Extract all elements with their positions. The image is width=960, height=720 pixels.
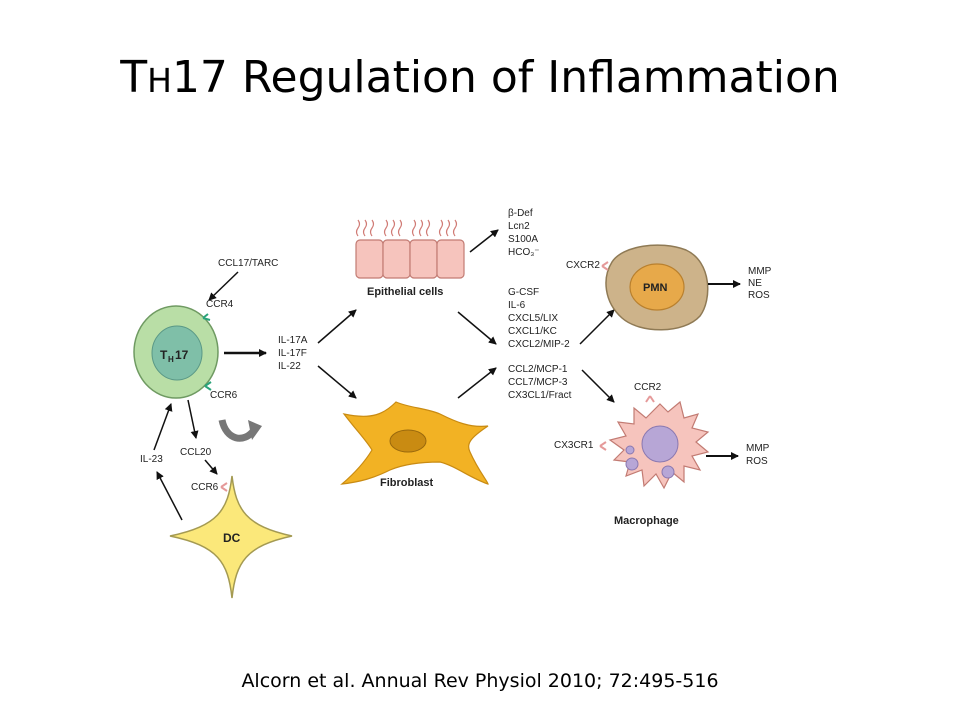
epithelial-label: Epithelial cells [367,286,443,298]
output-item: ROS [748,290,770,301]
to-epithelial-arrow [317,309,357,344]
ccr6-th17-label: CCR6 [210,390,238,401]
cxcr2-receptor-icon [601,261,609,271]
chemokine-item: CX3CL1/Fract [508,390,572,401]
output-item: ROS [746,456,768,467]
ccr4-receptor-icon [202,313,211,321]
dendritic-cell: DC [169,475,293,599]
epithelial-cells: Epithelial cells [355,219,465,298]
chemokine-item: CXCL5/LIX [508,313,558,324]
mac-chemokines-list: CCL2/MCP-1 CCL7/MCP-3 CX3CL1/Fract [508,364,572,401]
cx3cr1-label: CX3CR1 [554,440,594,451]
fibroblast-cell: Fibroblast [340,401,489,489]
ccr6-dc-label: CCR6 [191,482,219,493]
ccl20-ccr6-arrow [204,459,218,475]
title-prefix: T [120,52,148,103]
recycle-arrow-icon [218,419,262,442]
title-rest: 17 Regulation of Inflammation [171,52,840,103]
cxcr2-label: CXCR2 [566,260,600,271]
il23-label: IL-23 [140,454,163,465]
pmn-chemokines-list: G-CSF IL-6 CXCL5/LIX CXCL1/KC CXCL2/MIP-… [508,287,570,350]
epithelial-chemokine-arrow [457,311,497,345]
ccl20-label: CCL20 [180,447,212,458]
cytokine-item: IL-17A [278,335,308,346]
epithelial-products-list: β-Def Lcn2 S100A HCO₃⁻ [508,208,540,258]
fibroblast-label: Fibroblast [380,477,434,489]
th17-label-main: T [160,348,168,362]
slide-title: TH17 Regulation of Inflammation [0,52,960,103]
ccl17-label: CCL17/TARC [218,258,278,269]
fibroblast-chemokine-arrow [457,367,497,399]
chemokine-item: G-CSF [508,287,539,298]
dc-il23-arrow [156,471,183,521]
il23-th17-arrow [153,403,173,451]
to-macrophage-arrow [581,369,615,403]
pmn-label: PMN [643,282,668,294]
ccr4-label: CCR4 [206,299,234,310]
dc-label: DC [223,531,241,545]
chemokine-item: IL-6 [508,300,526,311]
pmn-cell: PMN [605,244,709,331]
th17-label-num: 17 [175,348,189,362]
output-item: NE [748,278,762,289]
ccr6-receptor-icon [204,381,212,391]
citation: Alcorn et al. Annual Rev Physiol 2010; 7… [241,670,719,692]
pmn-outputs-list: MMP NE ROS [748,266,772,301]
cytokine-item: IL-22 [278,361,301,372]
chemokine-item: CCL7/MCP-3 [508,377,568,388]
th17-ccl20-arrow [187,399,199,439]
chemokine-item: CCL2/MCP-1 [508,364,568,375]
to-pmn-arrow [579,309,615,345]
cx3cr1-receptor-icon [599,441,607,451]
product-item: HCO₃⁻ [508,247,540,258]
product-item: S100A [508,234,538,245]
th17-cytokines-list: IL-17A IL-17F IL-22 [278,335,308,372]
chemokine-item: CXCL2/MIP-2 [508,339,570,350]
ccl17-arrow [208,271,239,301]
macrophage-cell: Macrophage [608,400,710,527]
product-item: β-Def [508,208,533,219]
epithelial-products-arrow [469,229,499,253]
chemokine-item: CXCL1/KC [508,326,557,337]
product-item: Lcn2 [508,221,530,232]
output-item: MMP [746,443,770,454]
cytokine-item: IL-17F [278,348,307,359]
macrophage-label: Macrophage [614,515,679,527]
ccr6-dc-receptor-icon [220,482,228,492]
cilia-icon [355,219,458,237]
output-item: MMP [748,266,772,277]
th17-label-sub: H [168,355,174,364]
to-fibroblast-arrow [317,365,357,399]
ccr2-receptor-icon [645,395,655,403]
ccr2-label: CCR2 [634,382,662,393]
title-subscript-h: H [147,61,172,100]
th17-cell: T H 17 [133,305,219,399]
mac-outputs-list: MMP ROS [746,443,770,467]
